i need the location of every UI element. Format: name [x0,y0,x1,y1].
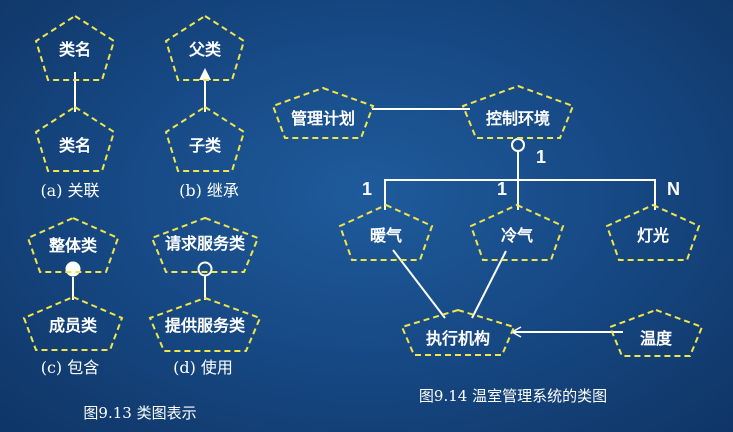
usage-request-label: 请求服务类 [165,234,246,253]
multiplicity-cooler: 1 [497,179,507,199]
inheritance-caption: (b) 继承 [179,181,239,200]
class-light: 灯光 [605,203,701,261]
class-heater: 暖气 [338,203,434,261]
class-temperature: 温度 [608,308,704,357]
class-env: 控制环境 [461,84,575,139]
env-branch-bus [384,179,656,210]
usage-provide-class: 提供服务类 [148,296,262,352]
containment-example: 整体类 成员类 (c) 包含 [22,216,124,377]
class-plan-label: 管理计划 [291,109,355,128]
class-cooler: 冷气 [469,203,565,261]
multiplicity-heater: 1 [362,179,372,199]
usage-caption: (d) 使用 [173,358,233,377]
association-top-class: 类名 [34,14,116,81]
multiplicity-env: 1 [536,147,546,167]
figure-913-caption: 图9.13 类图表示 [83,404,196,422]
containment-filled-circle [65,261,81,277]
connectors [372,108,656,338]
env-usage-circle [511,138,525,152]
inheritance-example: 父类 子类 (b) 继承 [164,14,246,200]
containment-member-label: 成员类 [49,316,98,335]
inheritance-arrowhead [199,68,211,80]
inheritance-parent-class: 父类 [164,14,246,81]
class-plan: 管理计划 [271,86,375,139]
multiplicity-light: N [667,179,680,199]
inheritance-child-label: 子类 [189,136,222,155]
class-actuator: 执行机构 [400,308,516,356]
usage-request-class: 请求服务类 [150,216,260,273]
inheritance-parent-label: 父类 [188,40,222,59]
class-temperature-label: 温度 [639,329,673,348]
usage-provide-label: 提供服务类 [165,316,246,335]
heater-actuator-line [392,249,446,319]
inheritance-child-class: 子类 [164,105,246,172]
association-caption: (a) 关联 [40,181,99,200]
association-example: 类名 类名 (a) 关联 [34,14,116,200]
containment-whole-class: 整体类 [26,216,120,273]
association-top-label: 类名 [59,40,91,59]
class-heater-label: 暖气 [370,226,402,245]
cooler-actuator-line [471,250,507,319]
class-cooler-label: 冷气 [501,226,533,245]
usage-open-circle [197,261,213,277]
containment-whole-label: 整体类 [48,236,98,255]
association-bottom-class: 类名 [34,105,116,172]
figure-914-caption: 图9.14 温室管理系统的类图 [419,387,607,405]
association-bottom-label: 类名 [59,136,91,155]
class-actuator-label: 执行机构 [426,329,490,348]
class-light-label: 灯光 [637,226,669,245]
containment-caption: (c) 包含 [41,358,100,377]
containment-member-class: 成员类 [22,295,124,351]
usage-example: 请求服务类 提供服务类 (d) 使用 [148,216,262,377]
class-env-label: 控制环境 [486,109,550,128]
